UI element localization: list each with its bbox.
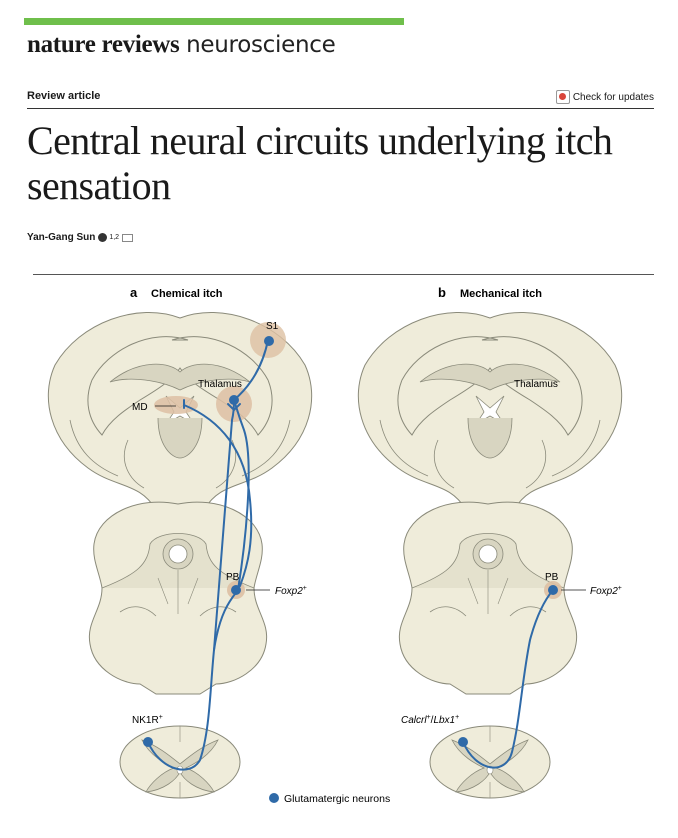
figure-diagram: a Chemical itch b Mechanical itch S1	[47, 285, 623, 805]
panel-a-neuron-paths	[147, 339, 269, 771]
check-for-updates-link[interactable]: Check for updates	[555, 90, 654, 104]
panel-b-spinal-cord-section	[429, 725, 551, 799]
figure-legend: Glutamatergic neurons	[269, 793, 390, 805]
nk1r-neuron-soma	[143, 737, 153, 747]
article-title: Central neural circuits underlying itch …	[27, 118, 613, 208]
header-divider	[27, 108, 654, 109]
orcid-icon[interactable]	[98, 233, 108, 242]
legend-label: Glutamatergic neurons	[284, 793, 390, 805]
panel-b-neuron-paths	[462, 589, 554, 769]
thalamus-neuron-soma	[229, 395, 239, 405]
article-type: Review article	[27, 90, 101, 102]
author-affiliations: 1,2	[109, 234, 120, 241]
panel-b-title: Mechanical itch	[460, 288, 542, 300]
label-pb-b: PB	[545, 572, 559, 583]
legend-neuron-marker	[269, 793, 279, 803]
pb-neuron-soma-a	[231, 585, 241, 595]
md-region	[154, 396, 198, 414]
label-leader-lines	[155, 405, 586, 591]
label-thalamus-a: Thalamus	[198, 379, 242, 390]
label-md: MD	[132, 402, 148, 413]
label-pb-a: PB	[226, 572, 240, 583]
author-line: Yan-Gang Sun 1,2	[27, 232, 134, 243]
label-foxp2-b: Foxp2+	[590, 585, 622, 597]
panel-a-title: Chemical itch	[151, 288, 223, 300]
pb-neuron-soma-b	[548, 585, 558, 595]
panel-a-spinal-cord-section	[119, 725, 241, 799]
email-icon[interactable]	[122, 233, 134, 242]
label-foxp2-a: Foxp2+	[275, 585, 307, 597]
crossmark-icon	[555, 90, 570, 104]
panel-a-letter: a	[130, 285, 138, 300]
check-for-updates-label: Check for updates	[572, 91, 654, 103]
journal-name-bold: nature reviews	[27, 31, 180, 58]
panel-a-brainstem-section	[88, 501, 268, 695]
figure-divider	[33, 274, 654, 275]
label-calcrl-lbx1: Calcrl+/Lbx1+	[401, 714, 459, 726]
label-s1: S1	[266, 321, 279, 332]
panel-b-forebrain-section	[357, 312, 623, 531]
author-name[interactable]: Yan-Gang Sun	[27, 232, 96, 243]
label-thalamus-b: Thalamus	[514, 379, 558, 390]
label-nk1r: NK1R+	[132, 714, 163, 726]
journal-accent-bar	[24, 18, 404, 25]
journal-name-light: neuroscience	[186, 32, 336, 58]
journal-logo: nature reviews neuroscience	[27, 30, 336, 59]
panel-b-letter: b	[438, 285, 446, 300]
calcrl-lbx1-neuron-soma	[458, 737, 468, 747]
s1-neuron-soma	[264, 336, 274, 346]
